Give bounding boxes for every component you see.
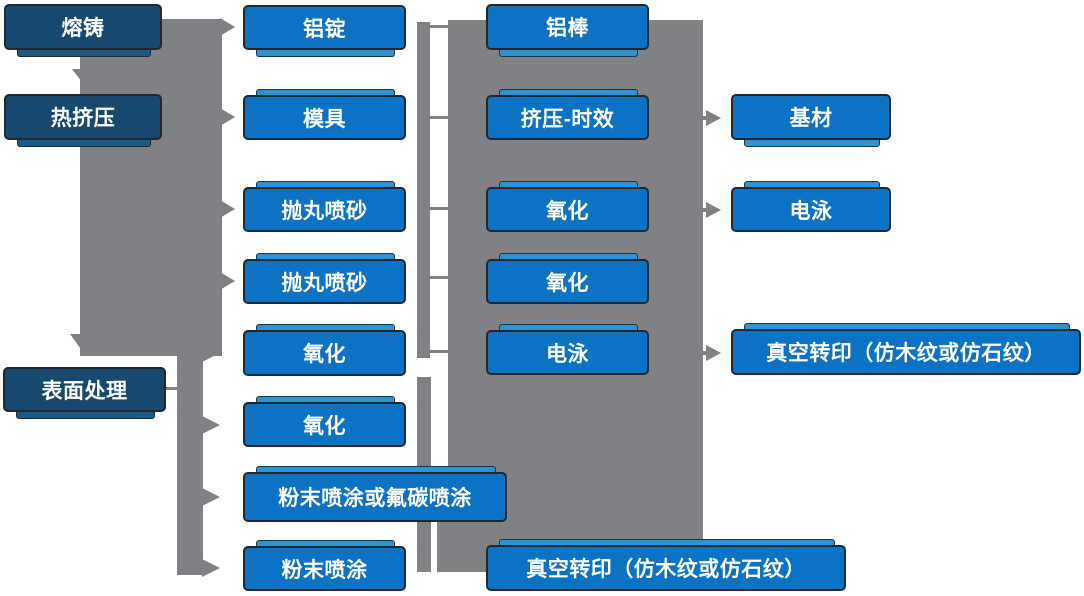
node-electrophoresis-2: 电泳 — [731, 187, 891, 232]
arrowhead-right-icon — [202, 559, 220, 577]
node-label: 抛丸喷砂 — [281, 271, 368, 295]
connector-mid-link-row2 — [430, 116, 448, 119]
arrowhead-right-icon — [706, 109, 721, 126]
node-oxidation-4: 氧化 — [486, 259, 649, 304]
node-label: 真空转印（仿木纹或仿石纹） — [526, 558, 806, 581]
node-label: 铝棒 — [546, 17, 589, 40]
node-extrusion-aging: 挤压-时效 — [486, 95, 649, 140]
node-label: 模具 — [303, 107, 346, 131]
connector-mid-trunk-upper — [417, 22, 430, 358]
node-vacuum-transfer-print-2: 真空转印（仿木纹或仿石纹） — [731, 329, 1081, 375]
arrowhead-right-icon — [220, 272, 235, 290]
node-oxidation-3: 氧化 — [486, 187, 649, 232]
node-label: 氧化 — [303, 414, 346, 438]
arrowhead-right-icon — [202, 416, 220, 434]
node-label: 粉末喷涂 — [281, 558, 368, 582]
node-melting-casting: 熔铸 — [4, 4, 162, 50]
node-powder-coating: 粉末喷涂 — [243, 546, 406, 591]
node-label: 氧化 — [546, 271, 589, 295]
node-label: 电泳 — [546, 342, 589, 366]
node-label: 热挤压 — [50, 107, 116, 130]
arrowhead-right-icon — [706, 344, 721, 361]
node-aluminum-ingot: 铝锭 — [243, 5, 406, 50]
node-label: 粉末喷涂或氟碳喷涂 — [278, 487, 472, 510]
arrowhead-down-icon — [72, 69, 98, 86]
node-powder-or-fluorocarbon-coating: 粉末喷涂或氟碳喷涂 — [243, 472, 507, 522]
arrowhead-down-icon — [70, 334, 96, 352]
connector-mid-link-row3 — [430, 207, 448, 210]
node-hot-extrusion: 热挤压 — [4, 94, 162, 140]
connector-main-left-trunk — [80, 19, 222, 356]
node-label: 抛丸喷砂 — [281, 199, 368, 223]
node-surface-treatment: 表面处理 — [3, 367, 166, 412]
node-label: 铝锭 — [303, 17, 346, 41]
node-mold: 模具 — [243, 95, 406, 140]
node-shot-blast-sandblast-2: 抛丸喷砂 — [243, 259, 406, 304]
node-aluminum-rod: 铝棒 — [486, 4, 649, 50]
node-label: 真空转印（仿木纹或仿石纹） — [766, 342, 1046, 365]
arrowhead-right-icon — [706, 201, 721, 218]
node-label: 氧化 — [303, 343, 346, 366]
node-oxidation-2: 氧化 — [243, 402, 406, 447]
connector-mid-link-row1 — [430, 25, 448, 28]
node-label: 表面处理 — [41, 379, 128, 403]
node-label: 基材 — [789, 107, 833, 130]
node-oxidation-1: 氧化 — [243, 330, 406, 376]
node-label: 熔铸 — [61, 17, 105, 40]
node-electrophoresis-1: 电泳 — [486, 330, 649, 375]
connector-left-lower-trunk — [177, 350, 203, 575]
node-label: 氧化 — [546, 199, 589, 223]
node-label: 挤压-时效 — [520, 107, 615, 131]
node-label: 电泳 — [789, 199, 833, 223]
arrowhead-right-icon — [220, 200, 235, 218]
arrowhead-right-icon — [202, 488, 220, 506]
node-shot-blast-sandblast-1: 抛丸喷砂 — [243, 187, 406, 232]
connector-mid-link-row4 — [430, 276, 448, 279]
connector-surface-treatment-link — [164, 387, 178, 390]
node-base-material: 基材 — [731, 94, 891, 140]
connector-mid-link-row5 — [430, 350, 448, 353]
node-vacuum-transfer-print-1: 真空转印（仿木纹或仿石纹） — [486, 545, 846, 591]
arrowhead-right-icon — [220, 18, 235, 36]
arrowhead-right-icon — [202, 344, 220, 362]
arrowhead-right-icon — [220, 108, 235, 126]
